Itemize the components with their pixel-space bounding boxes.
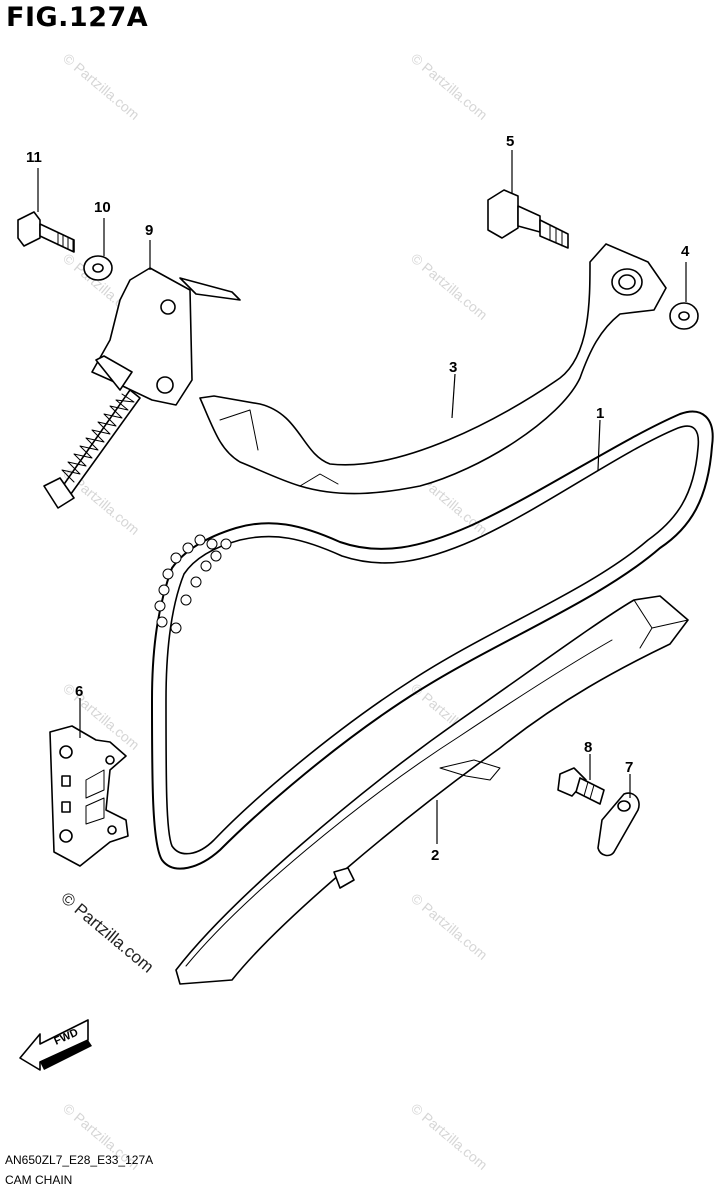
watermark: © Partzilla.com [408, 890, 491, 963]
callout-10: 10 [94, 199, 111, 216]
watermark: © Partzilla.com [408, 50, 491, 123]
model-code: AN650ZL7_E28_E33_127A [5, 1153, 154, 1167]
callout-9: 9 [145, 222, 153, 239]
chain-links [154, 534, 232, 634]
screw-8 [557, 767, 605, 805]
bolt-11 [17, 211, 75, 253]
callout-6: 6 [75, 683, 83, 700]
guide-holder-plate-6 [49, 725, 129, 867]
cam-chain-1 [151, 410, 714, 870]
guide-tab-7 [597, 792, 640, 857]
callout-3: 3 [449, 359, 457, 376]
callout-11: 11 [26, 149, 42, 166]
callout-5: 5 [506, 133, 514, 150]
callout-8: 8 [584, 739, 592, 756]
watermark-layer: © Partzilla.com © Partzilla.com © Partzi… [57, 50, 490, 1173]
callout-7: 7 [625, 759, 633, 776]
shoulder-bolt-5 [487, 189, 569, 249]
tensioner-spring [43, 389, 141, 509]
watermark: © Partzilla.com [408, 250, 491, 323]
chain-tensioner-9 [43, 267, 241, 509]
figure-title: FIG.127A [6, 2, 149, 33]
chain-guide-2 [175, 595, 689, 985]
callout-1: 1 [596, 405, 604, 422]
callout-4: 4 [681, 243, 690, 260]
tensioner-guide-3 [199, 243, 667, 495]
callout-2: 2 [431, 847, 439, 864]
fwd-arrow-icon: FWD [19, 1019, 92, 1071]
washer-4 [669, 302, 699, 330]
leader-lines [37, 150, 687, 844]
diagram-name: CAM CHAIN [5, 1173, 73, 1187]
watermark: © Partzilla.com [408, 1100, 491, 1173]
watermark: © Partzilla.com [60, 50, 143, 123]
washer-10 [83, 255, 113, 281]
callouts: 11 10 9 5 4 3 1 6 8 7 2 [26, 133, 690, 864]
watermark-large: © Partzilla.com [57, 889, 157, 977]
